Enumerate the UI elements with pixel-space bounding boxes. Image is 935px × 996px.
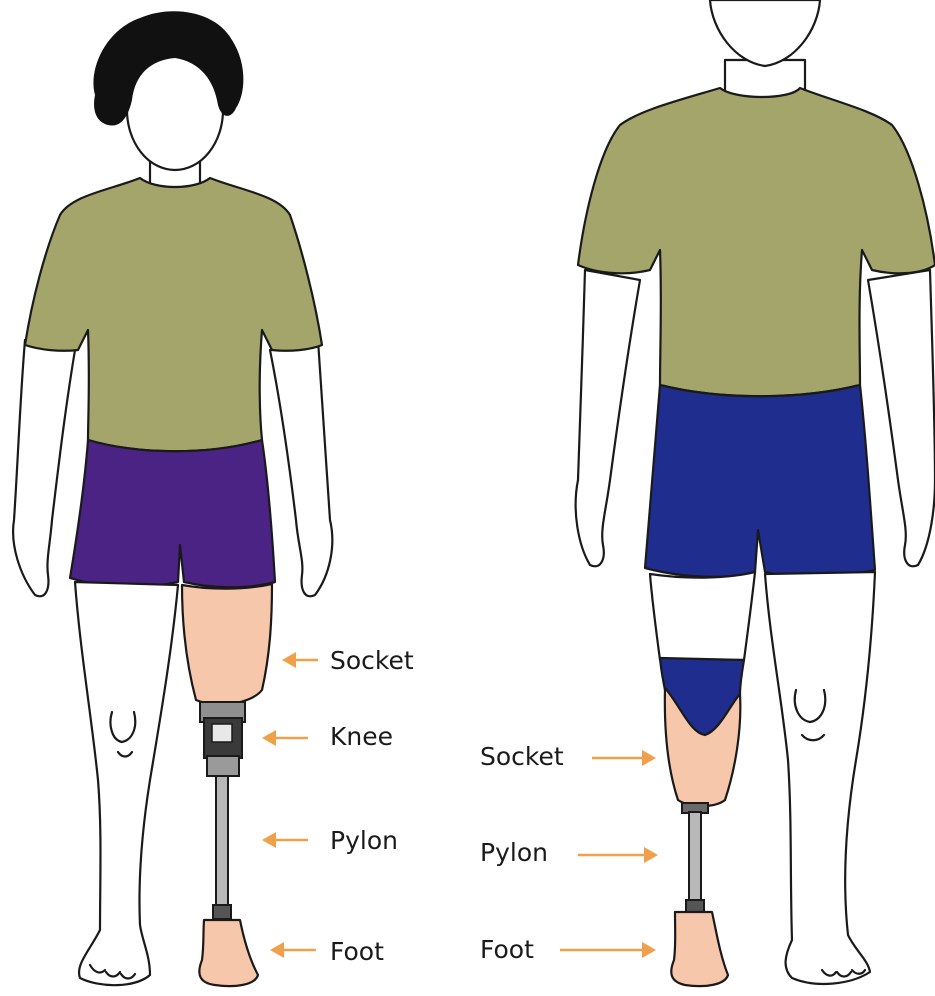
left-socket xyxy=(182,584,272,704)
left-prosthetic-foot xyxy=(199,920,258,986)
right-pylon xyxy=(689,812,701,907)
left-socket-callout: Socket xyxy=(282,646,414,675)
right-labels: Socket Pylon Foot xyxy=(480,742,658,964)
left-pylon-label: Pylon xyxy=(330,826,398,855)
right-socket-callout: Socket xyxy=(480,742,656,771)
right-prosthetic-foot xyxy=(671,912,728,986)
right-residual-thigh xyxy=(650,572,755,660)
left-foot-label: Foot xyxy=(330,937,384,966)
right-ankle-adapter xyxy=(686,900,704,912)
left-knee-joint xyxy=(200,702,245,776)
right-foot-label: Foot xyxy=(480,935,534,964)
right-socket-label: Socket xyxy=(480,742,564,771)
right-head xyxy=(710,0,820,66)
left-arm-right-side xyxy=(13,340,75,596)
left-natural-leg xyxy=(75,582,178,985)
right-arm-left-side xyxy=(868,270,935,566)
left-pylon-callout: Pylon xyxy=(262,826,398,855)
left-pylon xyxy=(216,776,228,916)
right-natural-leg xyxy=(765,572,875,984)
right-foot-callout: Foot xyxy=(480,935,656,964)
left-shirt xyxy=(25,178,322,451)
right-pylon-callout: Pylon xyxy=(480,838,658,867)
left-knee-callout: Knee xyxy=(262,722,393,751)
left-labels: Socket Knee Pylon Foot xyxy=(262,646,414,966)
left-knee-label: Knee xyxy=(330,722,393,751)
left-socket-label: Socket xyxy=(330,646,414,675)
left-shorts xyxy=(70,440,275,587)
right-pylon-label: Pylon xyxy=(480,838,548,867)
right-figure xyxy=(576,0,935,986)
right-arm-right-side xyxy=(576,270,640,566)
left-ankle-adapter xyxy=(213,905,231,919)
left-foot-callout: Foot xyxy=(270,937,384,966)
left-arm-left-side xyxy=(270,340,332,596)
right-shorts xyxy=(645,385,875,577)
